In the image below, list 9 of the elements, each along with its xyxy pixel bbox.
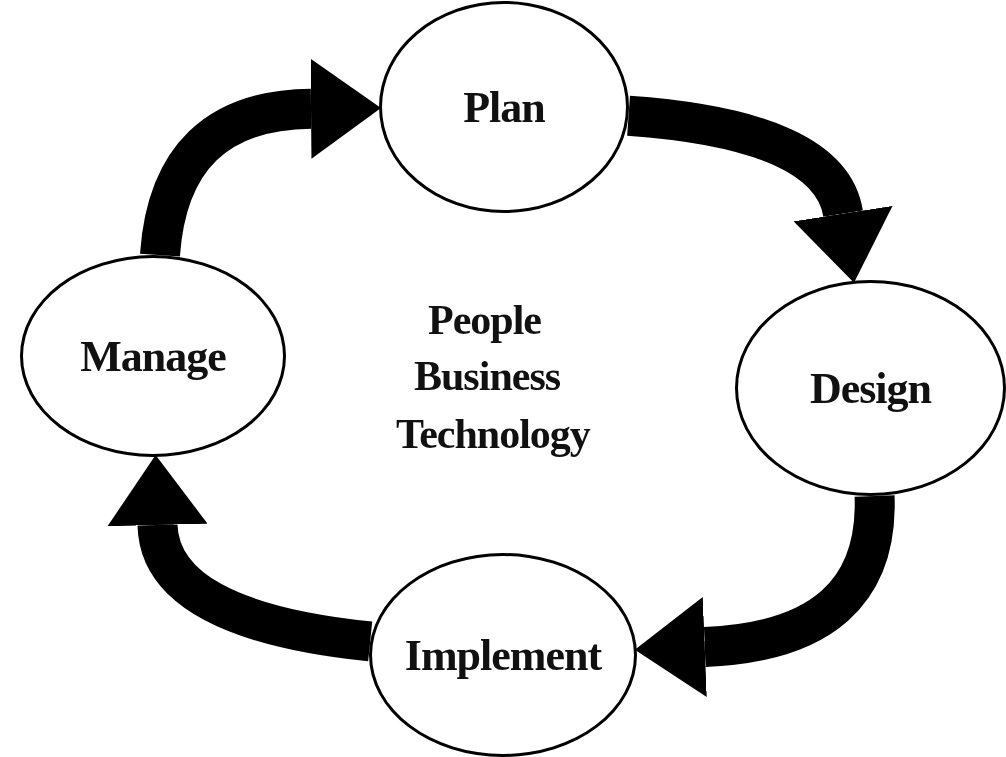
- curved-arrow: [626, 95, 892, 282]
- node-label: Design: [809, 362, 932, 414]
- node-label: Implement: [404, 629, 602, 681]
- node-label: Manage: [80, 330, 226, 382]
- curved-arrow: [107, 455, 373, 662]
- center-text: Business: [414, 352, 561, 400]
- node-label: Plan: [463, 81, 545, 133]
- center-text: People: [428, 296, 541, 344]
- center-text: Technology: [396, 410, 590, 458]
